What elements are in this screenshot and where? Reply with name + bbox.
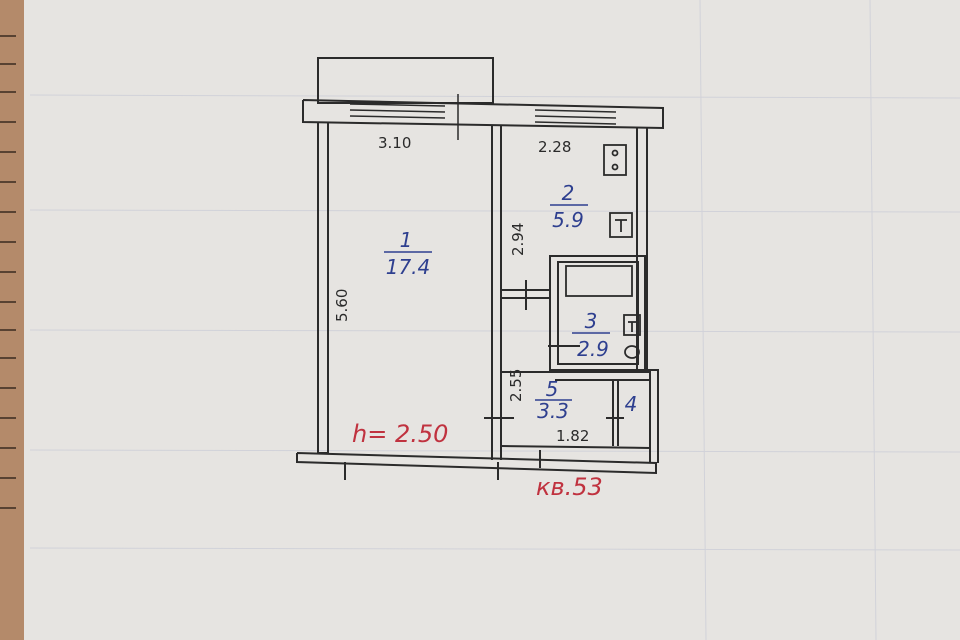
toilet-icon (624, 345, 640, 359)
room-2-number: 2 (562, 181, 575, 205)
windows (349, 94, 617, 140)
washbasin-icon (623, 314, 641, 336)
room-1-area: 17.4 (386, 255, 431, 279)
dim-room2-length: 2.94 (509, 223, 527, 256)
door-marks (484, 280, 624, 468)
room-1-number: 1 (400, 228, 413, 252)
apartment-number: кв.53 (536, 473, 603, 501)
room-5-area: 3.3 (537, 399, 569, 423)
dim-room1-width: 3.10 (378, 134, 411, 152)
dim-hall-width: 1.82 (556, 427, 589, 445)
dim-hall-length: 2.55 (507, 369, 525, 402)
ruler-ticks (0, 35, 16, 509)
sink-icon (609, 212, 633, 238)
ruler (0, 0, 24, 640)
dim-room1-length: 5.60 (333, 289, 351, 322)
room-2-area: 5.9 (552, 208, 584, 232)
paper-rulings (29, 0, 960, 640)
stove-icon (603, 144, 627, 176)
room-4-number: 4 (625, 392, 638, 416)
bathtub-icon (565, 265, 633, 297)
room-3-area: 2.9 (577, 337, 609, 361)
room-3-number: 3 (585, 309, 598, 333)
room-5-number: 5 (546, 377, 559, 401)
ceiling-height: h= 2.50 (352, 420, 448, 448)
dim-room2-width: 2.28 (538, 138, 571, 156)
